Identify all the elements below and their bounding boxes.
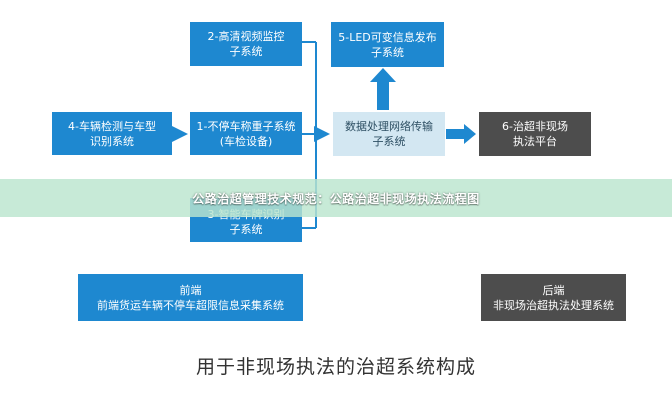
vehicle-detect-line2: 识别系统	[90, 134, 134, 148]
led-publish-line1: 5-LED可变信息发布	[338, 30, 437, 44]
arrow-data-to-led	[370, 68, 396, 110]
data-process-line2: 子系统	[372, 135, 406, 148]
banner-title: 公路治超管理技术规范：公路治超非现场执法流程图	[192, 191, 480, 206]
data-process-node: 数据处理网络传输 子系统	[333, 112, 445, 156]
weigh-line1: 1-不停车称重子系统	[196, 119, 296, 133]
arrow-data-to-platform	[446, 124, 476, 144]
backend-title: 后端	[542, 283, 565, 297]
offsite-platform-line1: 6-治超非现场	[502, 120, 568, 133]
frontend-node: 前端 前端货运车辆不停车超限信息采集系统	[78, 274, 303, 321]
offsite-platform-line2: 执法平台	[513, 135, 557, 148]
frontend-title: 前端	[179, 283, 202, 297]
data-process-line1: 数据处理网络传输	[345, 120, 433, 133]
offsite-platform-node: 6-治超非现场 执法平台	[479, 112, 591, 156]
watermark-banner: 公路治超管理技术规范：公路治超非现场执法流程图	[0, 179, 672, 217]
vehicle-detect-line1: 4-车辆检测与车型	[68, 119, 156, 133]
backend-node: 后端 非现场治超执法处理系统	[481, 274, 626, 321]
frontend-desc: 前端货运车辆不停车超限信息采集系统	[97, 298, 284, 312]
weigh-line2: (车检设备)	[219, 134, 273, 148]
hd-monitor-line1: 2-高清视频监控	[207, 30, 285, 43]
diagram-caption: 用于非现场执法的治超系统构成	[195, 356, 476, 378]
vehicle-detect-node: 4-车辆检测与车型 识别系统	[52, 112, 172, 155]
weigh-node: 1-不停车称重子系统 (车检设备)	[190, 112, 302, 155]
led-publish-node: 5-LED可变信息发布 子系统	[331, 22, 444, 67]
hd-monitor-node: 2-高清视频监控 子系统	[190, 22, 302, 66]
backend-desc: 非现场治超执法处理系统	[493, 298, 614, 312]
plate-recog-line2: 子系统	[229, 223, 263, 236]
led-publish-line2: 子系统	[371, 45, 404, 59]
hd-monitor-line2: 子系统	[229, 45, 263, 58]
